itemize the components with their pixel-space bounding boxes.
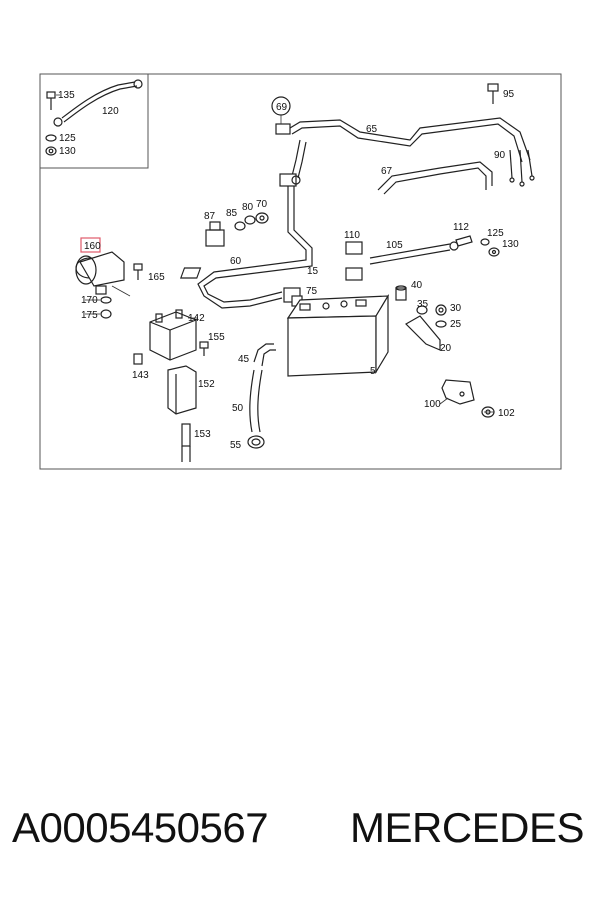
- label-25: 25: [450, 319, 462, 330]
- label-75: 75: [306, 286, 318, 297]
- parts-diagram: 135 120 125 130 69 65 95 90 67 87 85 80 …: [39, 73, 562, 470]
- label-142: 142: [188, 313, 205, 324]
- nut-80: [244, 215, 256, 225]
- label-143: 143: [132, 370, 149, 381]
- nut-130: [488, 247, 500, 257]
- label-155: 155: [208, 332, 225, 343]
- label-160: 160: [84, 241, 101, 252]
- label-90: 90: [494, 150, 506, 161]
- plate-15: [179, 267, 202, 279]
- label-130: 130: [59, 146, 76, 157]
- label-125-right: 125: [487, 228, 504, 239]
- label-60: 60: [230, 256, 242, 267]
- label-40: 40: [411, 280, 423, 291]
- clip-143: [133, 353, 143, 365]
- nut-35: [416, 305, 428, 315]
- label-87: 87: [204, 211, 216, 222]
- label-55: 55: [230, 440, 242, 451]
- label-110: 110: [344, 230, 360, 241]
- label-5: 5: [370, 366, 376, 377]
- label-130-right: 130: [502, 239, 519, 250]
- label-69: 69: [276, 102, 288, 113]
- label-112: 112: [453, 222, 469, 233]
- label-67: 67: [381, 166, 393, 177]
- battery-cable-60: [197, 184, 313, 309]
- nut-130-inset: [45, 146, 57, 156]
- clamp-110: [345, 241, 363, 281]
- label-153: 153: [194, 429, 211, 440]
- label-65: 65: [366, 124, 378, 135]
- connector-153: [181, 423, 191, 462]
- label-120: 120: [102, 106, 119, 117]
- washer-85: [234, 221, 246, 231]
- washer-170: [100, 296, 112, 304]
- label-80: 80: [242, 202, 254, 213]
- washer-125: [480, 238, 490, 246]
- vent-hose-50: [249, 369, 263, 433]
- bracket-100: [441, 379, 475, 405]
- label-100: 100: [424, 399, 441, 410]
- callout-labels: 135 120 125 130 69 65 95 90 67 87 85 80 …: [58, 89, 519, 451]
- label-175: 175: [81, 310, 98, 321]
- relay-box-142: [149, 309, 197, 361]
- holder-20: [405, 315, 441, 351]
- terminal-clamp-upper: [279, 173, 301, 187]
- bolt-95: [487, 83, 499, 104]
- grommet-55: [247, 435, 265, 449]
- washer-125-inset: [45, 134, 57, 142]
- ground-cable-120: [53, 79, 143, 127]
- wiring-harness-65: [289, 117, 535, 187]
- washer-25: [435, 320, 447, 328]
- wiring-harness-67: [377, 161, 493, 195]
- connector-69: [271, 96, 291, 135]
- bolt-135: [46, 91, 56, 110]
- leader-lines: [56, 94, 494, 413]
- label-102: 102: [498, 408, 515, 419]
- nut-175: [100, 309, 112, 319]
- clamp-87: [205, 221, 225, 247]
- bracket-112: [455, 235, 473, 247]
- label-170: 170: [81, 295, 98, 306]
- product-footer: A0005450567 MERCEDES: [0, 800, 600, 860]
- label-152: 152: [198, 379, 215, 390]
- vent-elbow-45: [253, 343, 276, 367]
- label-15: 15: [307, 266, 319, 277]
- label-95: 95: [503, 89, 515, 100]
- label-125: 125: [59, 133, 76, 144]
- screw-155: [199, 341, 209, 356]
- relay-160: [75, 251, 131, 297]
- battery-5: [286, 293, 390, 377]
- inset-frame: [39, 73, 149, 169]
- label-45: 45: [238, 354, 250, 365]
- brand-name: MERCEDES: [350, 804, 585, 851]
- label-105: 105: [386, 240, 403, 251]
- terminal-70: [255, 212, 269, 224]
- label-50: 50: [232, 403, 244, 414]
- label-30: 30: [450, 303, 462, 314]
- label-135: 135: [58, 90, 75, 101]
- label-85: 85: [226, 208, 238, 219]
- part-number: A0005450567: [12, 804, 269, 851]
- washer-30: [435, 304, 447, 316]
- label-165: 165: [148, 272, 165, 283]
- highlight-box-160: [80, 237, 101, 253]
- battery-cable-105: [369, 241, 459, 265]
- label-20: 20: [440, 343, 452, 354]
- cap-40: [395, 285, 407, 301]
- label-70: 70: [256, 199, 268, 210]
- label-35: 35: [417, 299, 429, 310]
- bolt-165: [133, 263, 143, 280]
- module-152: [167, 365, 197, 415]
